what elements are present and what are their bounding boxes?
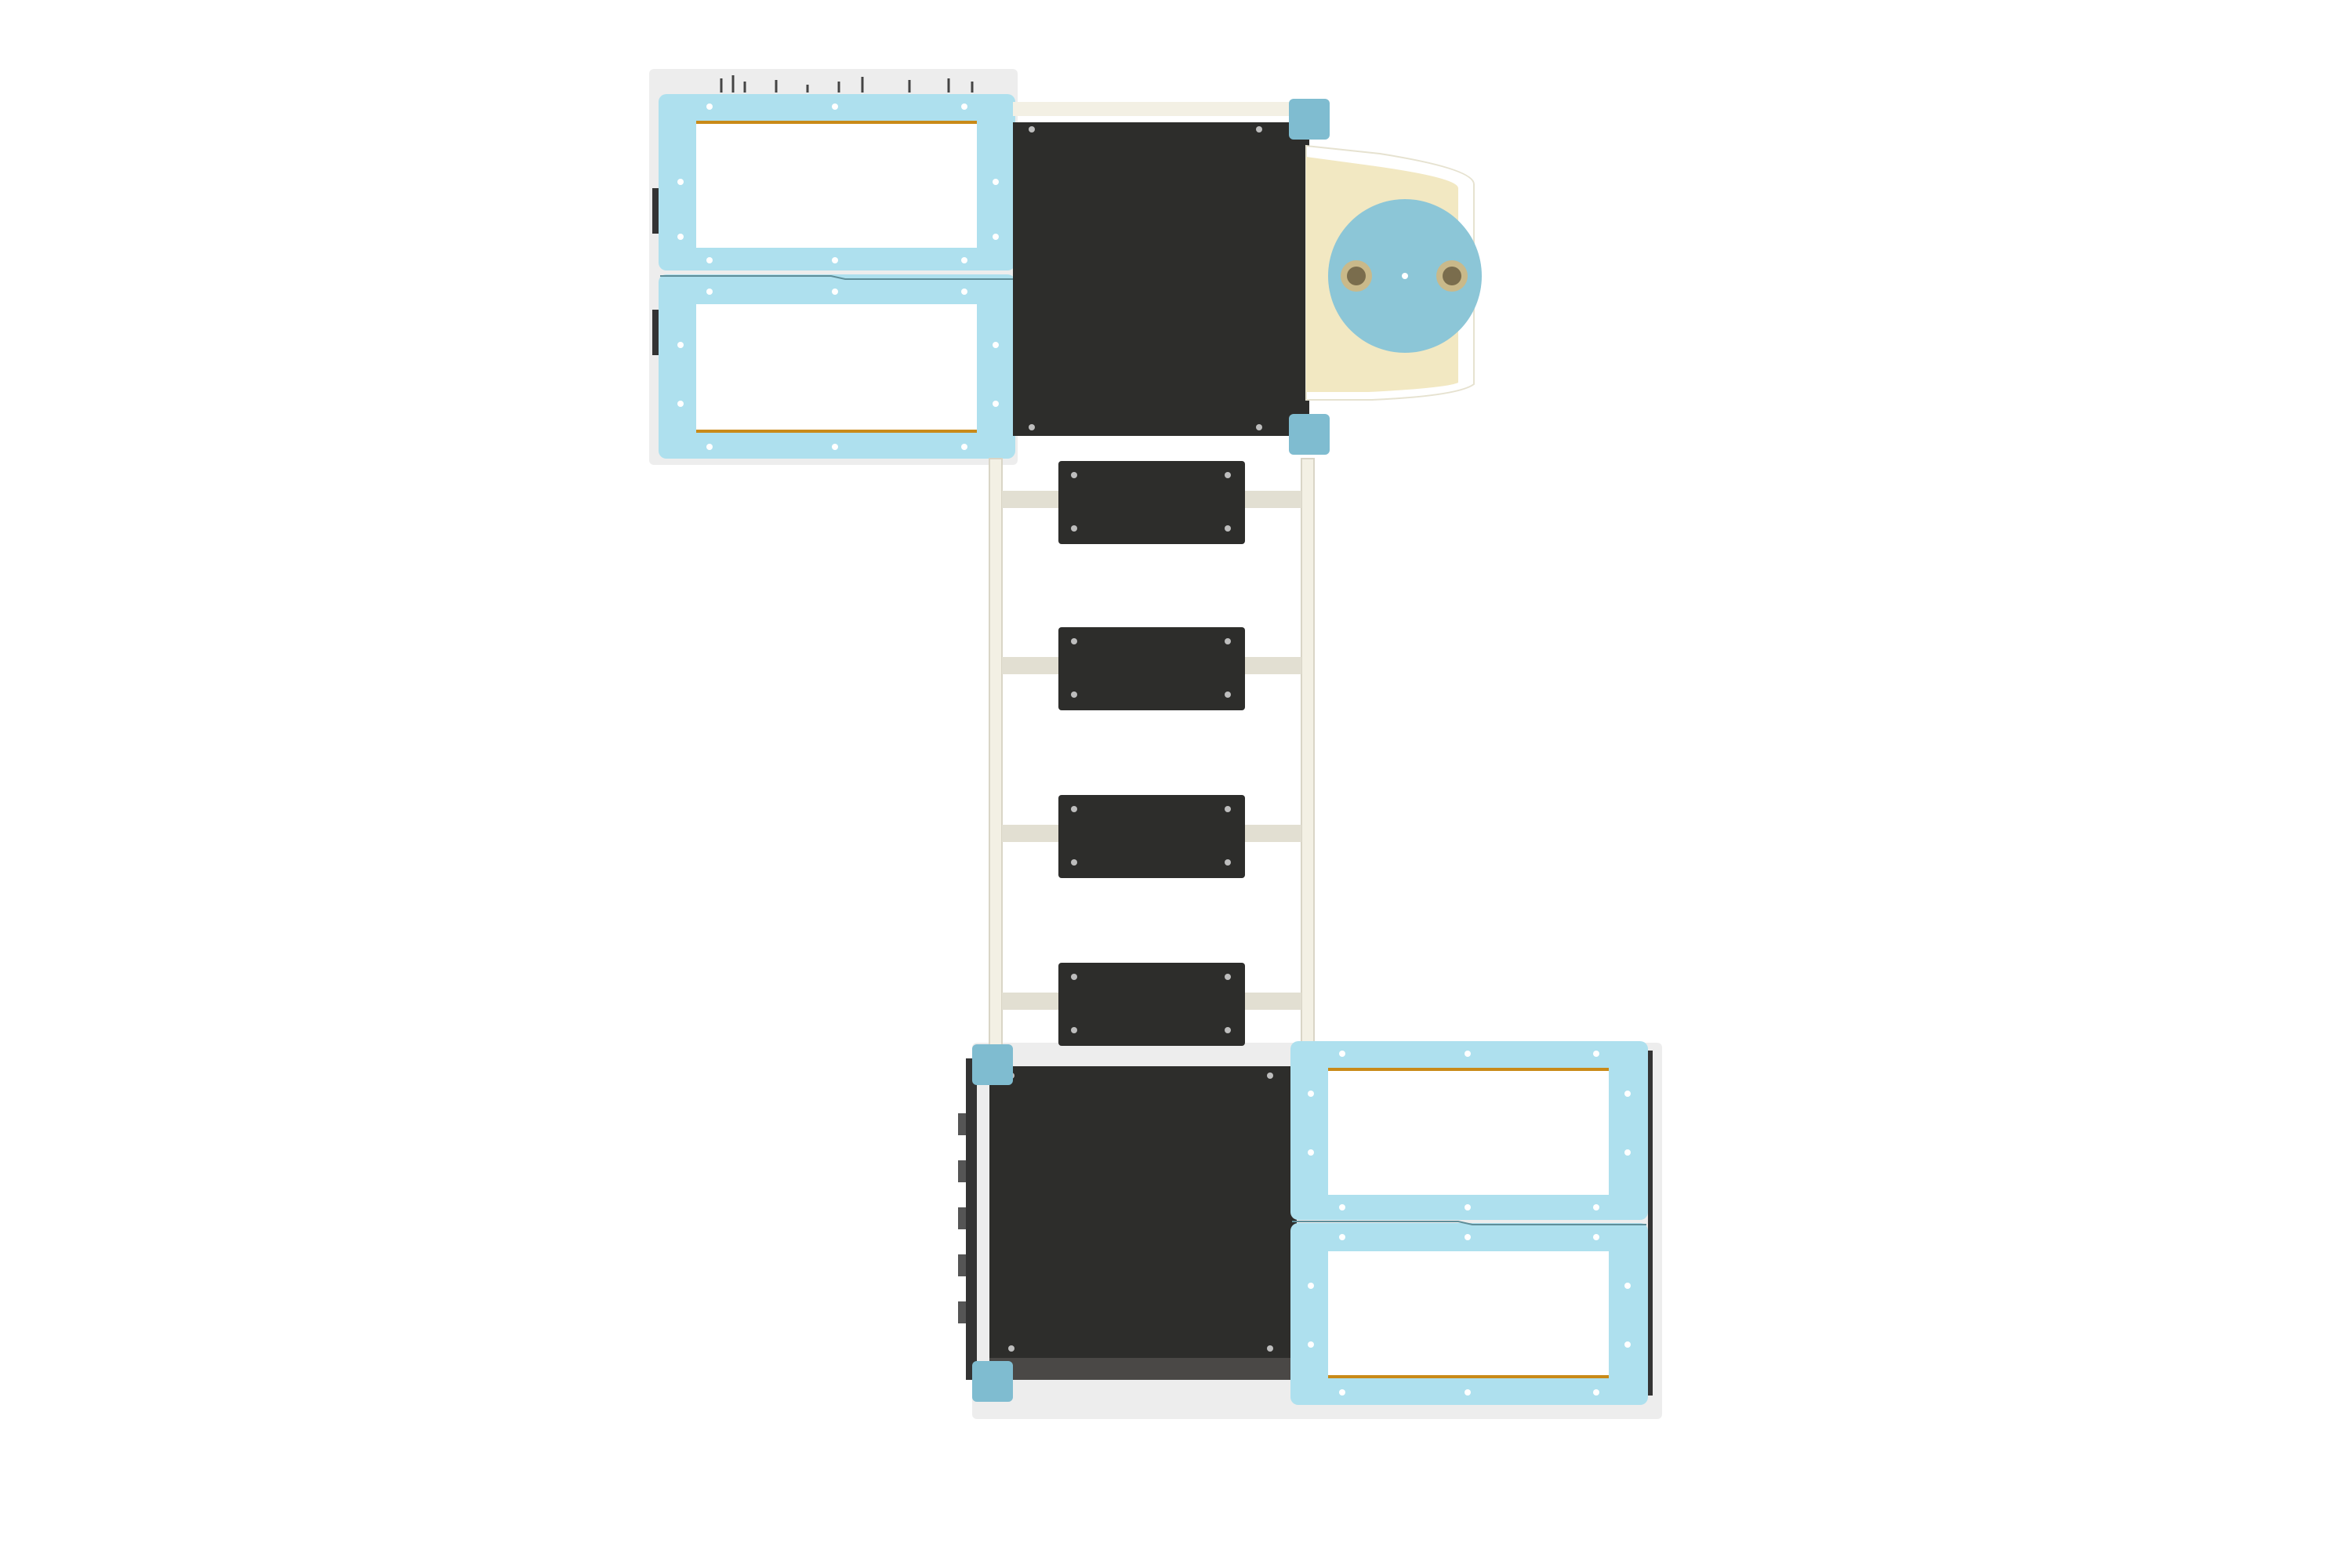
bottom-right-panel-group xyxy=(1290,1041,1653,1405)
top-left-panel-group xyxy=(652,94,1015,459)
bottom-post-caps xyxy=(972,1044,1013,1402)
step-3 xyxy=(1002,795,1301,878)
top-post-caps xyxy=(1289,99,1330,455)
hatch-section xyxy=(1305,144,1482,401)
top-left-bolts xyxy=(677,103,999,450)
top-deck xyxy=(1013,102,1311,436)
step-4 xyxy=(1002,963,1301,1046)
top-railing-ticks xyxy=(720,75,974,93)
step-1 xyxy=(1002,461,1301,544)
step-2 xyxy=(1002,627,1301,710)
bottom-deck xyxy=(958,1058,1297,1380)
ladder-steps xyxy=(1002,461,1301,1046)
bottom-right-bolts xyxy=(1308,1051,1631,1396)
